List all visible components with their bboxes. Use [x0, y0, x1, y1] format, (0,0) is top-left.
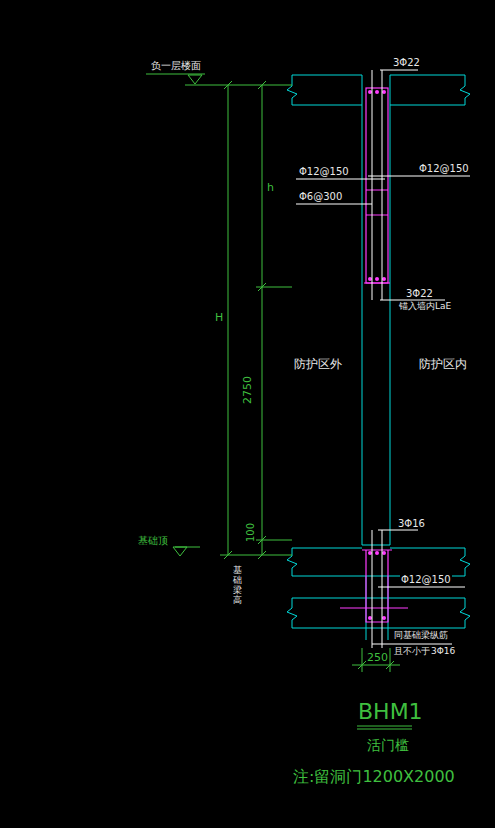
- annotation-label: 250: [366, 652, 389, 664]
- annotation-label: 2750: [242, 375, 254, 405]
- annotation-label: Φ6@300: [298, 191, 343, 202]
- annotation-label: 负一层楼面: [150, 60, 202, 71]
- annotation-label: 3Φ16: [397, 518, 426, 529]
- annotation-label: H: [214, 312, 224, 324]
- annotation-label: 防护区外: [293, 358, 343, 371]
- annotation-label: 锚入墙内LaE: [398, 302, 452, 312]
- annotation-label: 3Φ16: [430, 647, 456, 657]
- annotation-label: 3Φ22: [405, 288, 434, 299]
- annotation-label: Φ12@150: [400, 574, 452, 585]
- annotation-label: 同基础梁纵筋: [393, 631, 449, 641]
- annotation-label: 注:留洞门1200X2000: [292, 768, 456, 786]
- annotation-label: 基础顶: [137, 535, 169, 546]
- annotation-label: 3Φ22: [392, 57, 421, 68]
- annotation-label: 且不小于: [393, 647, 431, 657]
- annotation-label: Φ12@150: [418, 163, 470, 174]
- annotation-label: 活门槛: [366, 738, 410, 753]
- annotation-label: Φ12@150: [298, 166, 350, 177]
- annotation-label: 100: [245, 522, 256, 543]
- annotation-label: h: [266, 182, 275, 194]
- annotation-label: 防护区内: [418, 358, 468, 371]
- drawing-title: BHM1: [357, 700, 424, 724]
- annotation-label: 基础梁高: [232, 566, 243, 606]
